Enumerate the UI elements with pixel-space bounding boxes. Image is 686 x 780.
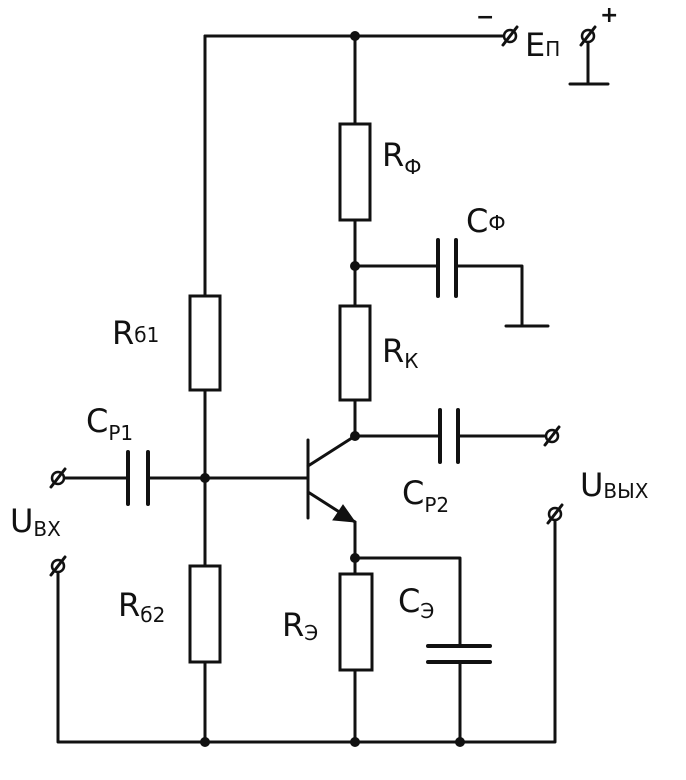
label-r-filter: RФ [382, 136, 421, 179]
label-r-emitter: RЭ [282, 606, 318, 645]
junctions [200, 31, 465, 747]
supply-ground-wire [568, 38, 610, 86]
emitter-cap-wire [353, 556, 462, 744]
label-c-filter: CФ [466, 202, 506, 240]
label-c-emitter: CЭ [398, 582, 434, 623]
resistor-rf [338, 122, 372, 222]
supply-minus-terminal [501, 25, 519, 47]
terminals [49, 25, 597, 577]
junction-dot [350, 261, 360, 271]
junction-dot [200, 737, 210, 747]
label-c-coupling1: CР1 [86, 402, 133, 445]
collector-lead [306, 434, 357, 468]
label-r-bias2: Rб2 [118, 586, 165, 627]
output-ground-terminal [546, 503, 564, 525]
label-u-out: UВЫХ [580, 466, 649, 504]
label-u-in: UВХ [10, 502, 61, 541]
wires [56, 34, 610, 744]
capacitor-cp2 [438, 408, 460, 464]
capacitor-cp1 [126, 450, 150, 506]
label-r-bias1: Rб1 [112, 314, 159, 352]
supply-plus-sign: + [600, 3, 618, 28]
ground-rail-wire [56, 512, 557, 744]
resistor-rk [338, 304, 372, 402]
junction-dot [350, 737, 360, 747]
junction-dot [350, 31, 360, 41]
junction-dot [455, 737, 465, 747]
resistor-re [338, 572, 374, 672]
input-terminal [49, 467, 67, 489]
capacitor-ce [426, 644, 492, 664]
filter-cap-wire [353, 264, 524, 328]
emitter-arrow-icon [332, 504, 357, 523]
capacitor-cf [436, 238, 458, 298]
label-supply: EП [525, 26, 560, 64]
junction-dot [350, 553, 360, 563]
label-r-collector: RК [382, 332, 418, 373]
junction-dot [350, 431, 360, 441]
supply-minus-sign: − [476, 5, 494, 30]
label-c-coupling2: CР2 [402, 474, 449, 517]
input-ground-terminal [49, 555, 67, 577]
output-terminal [543, 425, 561, 447]
resistor-rb2 [188, 564, 222, 664]
supply-plus-terminal [579, 25, 597, 47]
junction-dot [200, 473, 210, 483]
resistor-rb1 [188, 294, 222, 392]
